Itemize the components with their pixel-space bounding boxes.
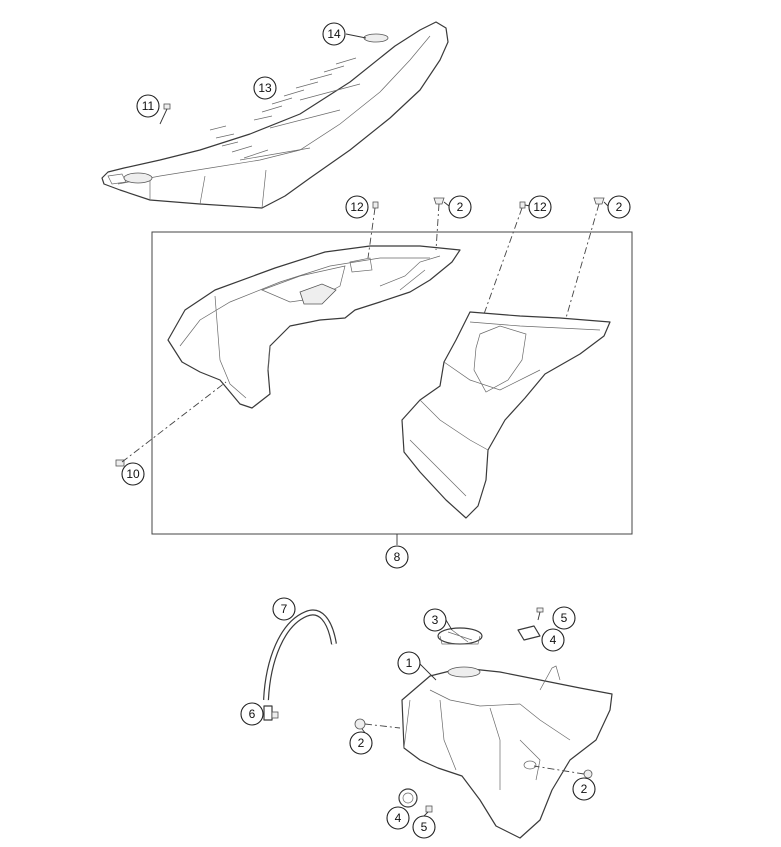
- callout-8: 8: [385, 545, 409, 569]
- svg-text:2: 2: [358, 736, 365, 750]
- clip-2a-part: [433, 197, 445, 205]
- dash-10: [121, 381, 227, 463]
- screw-10-part: [115, 459, 125, 467]
- assembly-frame-8: [151, 231, 633, 535]
- dash-12a: [367, 207, 376, 259]
- callout-12a: 12: [345, 195, 369, 219]
- screw-11-part: [159, 103, 171, 125]
- screw-5b-part: [425, 805, 433, 813]
- dash-12b: [483, 207, 523, 315]
- seat-part: [101, 21, 449, 209]
- svg-text:4: 4: [550, 633, 557, 647]
- svg-text:3: 3: [432, 613, 439, 627]
- dash-2a: [435, 203, 440, 251]
- screw-12a-part: [372, 201, 379, 209]
- leader-5b: [423, 811, 429, 817]
- svg-text:10: 10: [126, 467, 140, 481]
- svg-text:12: 12: [350, 200, 364, 214]
- leader-2b: [603, 201, 609, 207]
- rubber-4b-part: [398, 788, 418, 808]
- callout-7: 7: [272, 597, 296, 621]
- callout-10: 10: [121, 462, 145, 486]
- svg-text:13: 13: [258, 81, 272, 95]
- svg-text:2: 2: [616, 200, 623, 214]
- valve-6-part: [263, 705, 279, 721]
- callout-5a: 5: [552, 606, 576, 630]
- right-side-cover-part: [401, 311, 611, 519]
- svg-text:6: 6: [249, 707, 256, 721]
- screw-12b-part: [519, 201, 526, 209]
- breather-hose-inner: [264, 610, 336, 701]
- callout-2a: 2: [448, 195, 472, 219]
- callout-4a: 4: [541, 628, 565, 652]
- svg-text:8: 8: [394, 550, 401, 564]
- svg-text:11: 11: [142, 99, 155, 113]
- callout-5b: 5: [412, 815, 436, 839]
- svg-text:7: 7: [281, 602, 288, 616]
- washer-2c-part: [354, 718, 401, 730]
- callout-2c: 2: [349, 731, 373, 755]
- svg-text:14: 14: [327, 27, 341, 41]
- leader-3: [445, 619, 453, 631]
- leader-14: [345, 33, 367, 39]
- rubber-4a-part: [517, 625, 541, 641]
- leader-2a: [443, 201, 450, 207]
- washer-2d-part: [533, 765, 593, 779]
- svg-text:4: 4: [395, 811, 402, 825]
- callout-4b: 4: [386, 806, 410, 830]
- svg-text:2: 2: [457, 200, 464, 214]
- leader-1: [419, 663, 437, 681]
- callout-2d: 2: [572, 777, 596, 801]
- callout-13: 13: [253, 76, 277, 100]
- fuel-tank-part: [401, 665, 613, 839]
- callout-11: 11: [136, 94, 160, 118]
- fuel-cap-part: [437, 627, 483, 645]
- left-side-cover-part: [167, 245, 461, 409]
- svg-text:5: 5: [561, 611, 568, 625]
- callout-2b: 2: [607, 195, 631, 219]
- screw-5a-part: [536, 607, 544, 621]
- callout-14: 14: [322, 22, 346, 46]
- clip-2b-part: [593, 197, 605, 205]
- dash-2b: [565, 203, 600, 319]
- svg-text:5: 5: [421, 820, 428, 834]
- callout-12b: 12: [528, 195, 552, 219]
- callout-1: 1: [397, 651, 421, 675]
- callout-6: 6: [240, 702, 264, 726]
- callout-3: 3: [423, 608, 447, 632]
- svg-text:2: 2: [581, 782, 588, 796]
- svg-text:1: 1: [406, 656, 413, 670]
- breather-hose-part: [263, 609, 337, 701]
- svg-text:12: 12: [533, 200, 547, 214]
